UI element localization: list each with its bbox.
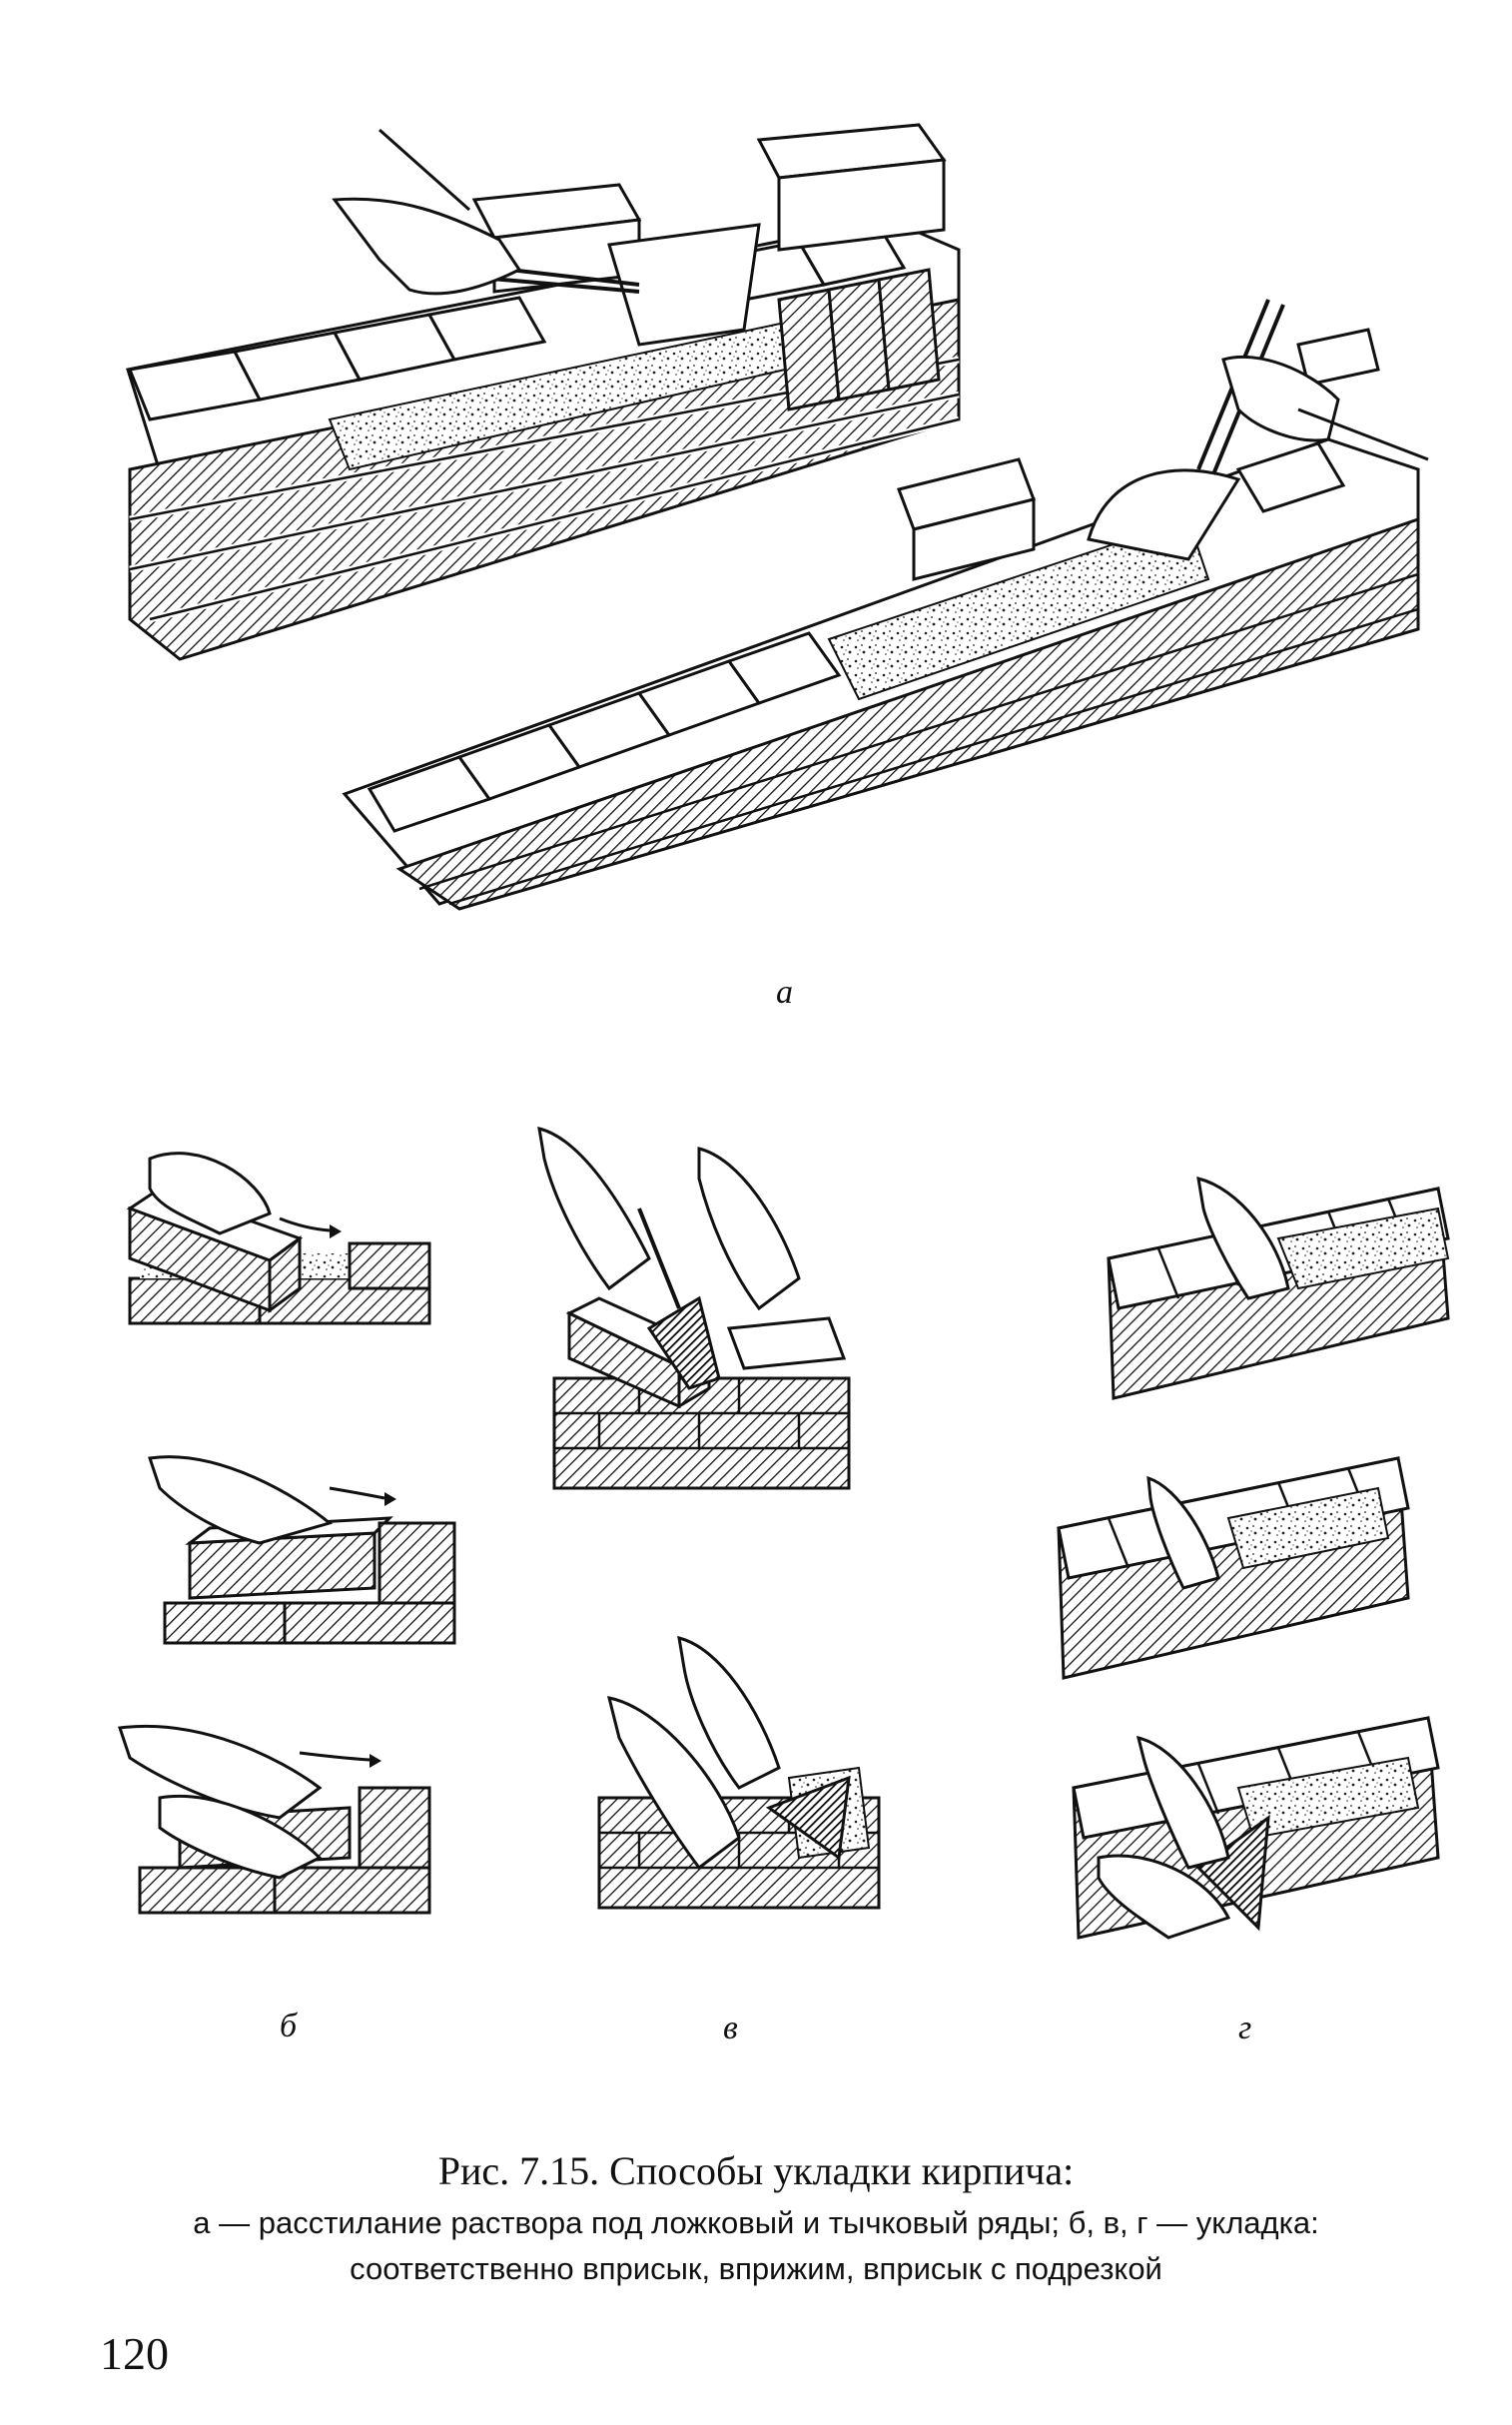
page-number: 120	[100, 2328, 169, 2379]
figure-caption-line-3: соответственно вприсык, вприжим, вприсык…	[350, 2251, 1162, 2286]
figure-caption-title: Рис. 7.15. Способы укладки кирпича:	[437, 2148, 1075, 2193]
figure-g-step-3	[1072, 1716, 1440, 1940]
figure-b-step-3	[117, 1725, 431, 1915]
figure-a-wall-right	[342, 299, 1429, 911]
figure-b-label: б	[280, 2008, 298, 2044]
figure-g-label: г	[1238, 2010, 1252, 2046]
figure-b-step-2	[148, 1455, 456, 1645]
figure-g-step-2	[1057, 1456, 1410, 1680]
figure-v-step-2	[597, 1635, 881, 1910]
figure-v-label: в	[723, 2010, 738, 2046]
figure-v-step-1	[537, 1126, 851, 1490]
figure-a-wall-left	[126, 123, 961, 661]
figure-caption-line-2: а — расстилание раствора под ложковый и …	[193, 2205, 1319, 2240]
figure-a-label: а	[776, 974, 793, 1011]
figure-b-step-1	[126, 1152, 431, 1325]
figure-g-step-1	[1107, 1176, 1450, 1400]
